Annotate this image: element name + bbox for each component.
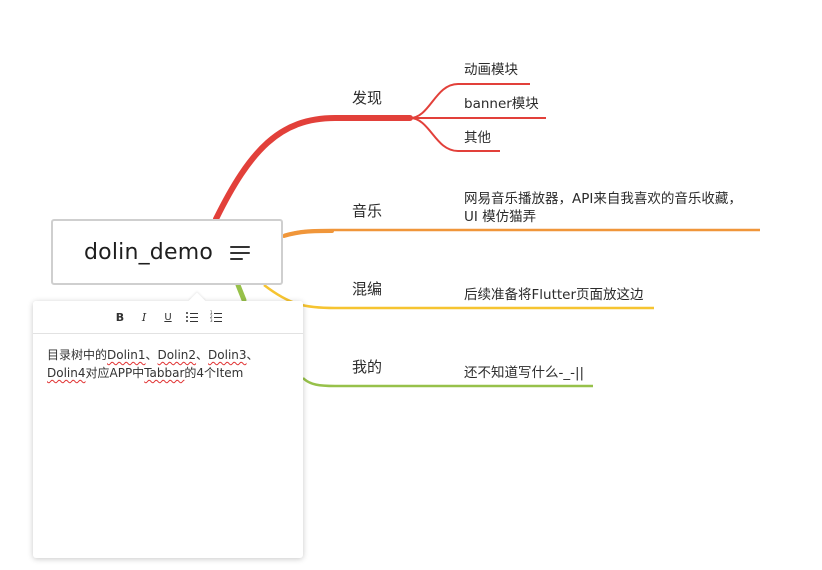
note-sep: 、 [196,348,209,362]
note-text: 的4个Item [184,366,244,380]
bullet-list-icon [186,312,198,322]
branch-line-wode [235,282,247,303]
note-text: 目录树中的 [47,348,108,362]
italic-button[interactable]: I [141,310,147,324]
note-text: 对应APP中 [85,366,145,380]
note-word-dolin2: Dolin2 [157,348,197,362]
note-word-dolin1: Dolin1 [107,348,146,362]
root-topic-title: dolin_demo [84,239,213,265]
subtopic-qita[interactable]: 其他 [464,130,491,146]
note-word-dolin4: Dolin4 [47,366,86,380]
topic-hunbian[interactable]: 混编 [352,280,383,298]
underline-button[interactable]: U [164,311,172,323]
note-sep: 、 [145,348,158,362]
leaf-line-donghua [409,83,530,119]
topic-wode[interactable]: 我的 [352,358,383,376]
topic-yinyue[interactable]: 音乐 [352,202,383,220]
bullet-list-button[interactable] [185,309,199,325]
root-topic[interactable]: dolin_demo [51,219,283,285]
note-word-tabbar: Tabbar [144,366,185,380]
branch-line-wode-tail [302,377,593,388]
branch-line-yinyue [283,228,760,237]
numbered-list-button[interactable]: 1 2 3 [209,309,223,325]
note-sep: 、 [246,348,259,362]
note-editor-panel: B I U 1 2 3 目录树中的Dolin1、Dolin2、Dolin3、Do… [33,292,303,558]
note-toolbar: B I U 1 2 3 [33,301,303,334]
branch-line-yinyue-thick [282,229,334,238]
leaf-line-qita [409,117,500,152]
note-text-area[interactable]: 目录树中的Dolin1、Dolin2、Dolin3、Dolin4对应APP中Ta… [33,334,303,534]
subtopic-wode[interactable]: 还不知道写什么-_-|| [464,365,585,381]
topic-faxian[interactable]: 发现 [352,89,383,107]
bold-button[interactable]: B [115,310,125,324]
numbered-list-icon: 1 2 3 [210,311,222,323]
branch-line-faxian [213,115,413,222]
subtopic-hunbian[interactable]: 后续准备将Flutter页面放这边 [464,287,644,303]
subtopic-banner[interactable]: banner模块 [464,96,539,112]
note-lines-icon[interactable] [229,244,250,260]
subtopic-donghua[interactable]: 动画模块 [464,62,518,78]
subtopic-yinyue-line1[interactable]: 网易音乐播放器，API来自我喜欢的音乐收藏， [464,191,742,207]
subtopic-yinyue-line2[interactable]: UI 模仿猫弄 [464,209,537,225]
note-word-dolin3: Dolin3 [208,348,247,362]
